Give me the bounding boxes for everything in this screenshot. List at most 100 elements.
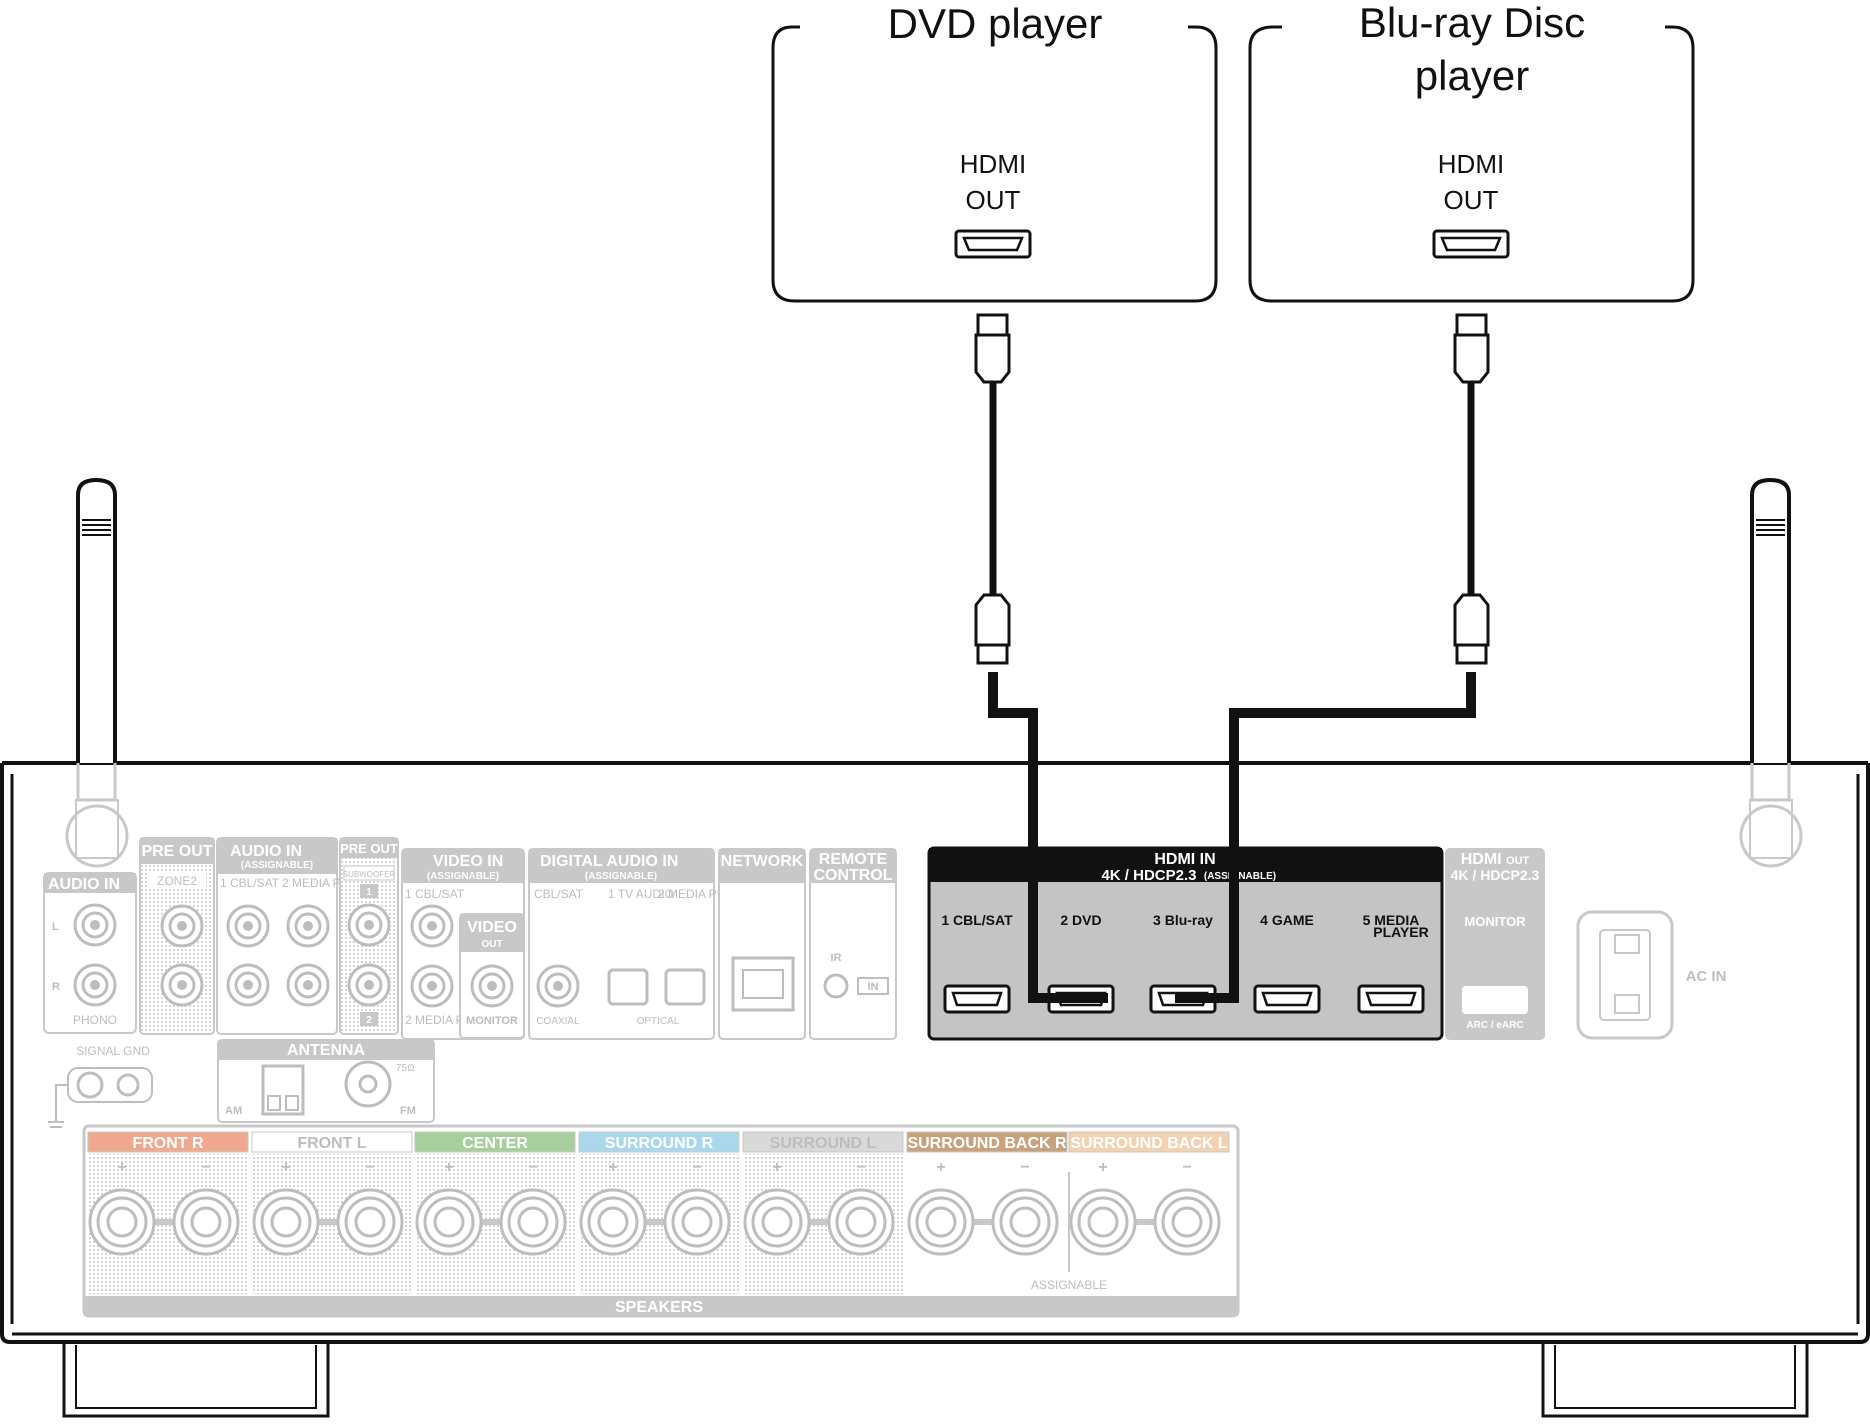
speaker-terminal-plus-2[interactable] — [252, 1188, 320, 1256]
speaker-label-bg-6 — [906, 1131, 1068, 1153]
subwoofer-label: SUBWOOFER — [343, 870, 396, 879]
speaker-terminal-plus-4[interactable] — [579, 1188, 647, 1256]
audio-assign-sub: (ASSIGNABLE) — [241, 860, 313, 871]
speaker-terminal-minus-4[interactable] — [663, 1188, 731, 1256]
speaker-terminal-plus-5[interactable] — [743, 1188, 811, 1256]
video-in-media-jack[interactable] — [410, 964, 454, 1008]
antenna-left — [65, 477, 129, 868]
remote-title-line1: REMOTE — [819, 851, 888, 868]
audio-cbl-r-jack[interactable] — [226, 963, 270, 1007]
sub2-label: 2 — [366, 1015, 372, 1026]
speaker-channel-label-4: SURROUND R — [605, 1135, 714, 1152]
zone2-label: ZONE2 — [157, 874, 197, 888]
am-label: AM — [225, 1105, 242, 1117]
hdmi-out-sub: 4K / HDCP2.3 — [1451, 867, 1540, 883]
speaker-terminal-minus-3[interactable] — [499, 1188, 567, 1256]
bluray-player-title-line2: player — [1415, 52, 1529, 99]
speaker-terminal-plus-7[interactable] — [1069, 1188, 1137, 1256]
hdmi-in-port-5[interactable] — [1357, 984, 1425, 1014]
optical-label: OPTICAL — [637, 1016, 680, 1027]
video-out-section: VIDEO OUT MONITOR — [459, 913, 525, 1039]
ir-label: IR — [831, 952, 842, 964]
digital-audio-c1: CBL/SAT — [534, 887, 584, 901]
speaker-label-bg-4 — [578, 1131, 740, 1153]
digital-audio-badge: IN — [662, 853, 678, 870]
video-in-cbl-jack[interactable] — [410, 904, 454, 948]
bluray-hdmi-out-port[interactable] — [1432, 229, 1510, 259]
speaker-channel-label-6: SURROUND BACK R — [907, 1135, 1067, 1152]
optical-tv-jack[interactable] — [607, 968, 649, 1006]
audio-cbl-l-jack[interactable] — [226, 904, 270, 948]
svg-text:HDMI OUT: HDMI OUT — [1461, 851, 1530, 868]
svg-text:AUDIO IN: AUDIO IN — [230, 843, 302, 860]
speakers-assignable-label: ASSIGNABLE — [1031, 1278, 1107, 1292]
digital-audio-title: DIGITAL AUDIO — [540, 853, 658, 870]
speaker-plus-sign: + — [1098, 1159, 1107, 1176]
zone2-l-jack[interactable] — [160, 904, 204, 948]
hdmi-in-title: HDMI — [1154, 851, 1195, 868]
fm-ohm-label: 75Ω — [396, 1063, 415, 1074]
antenna-terminals-section: ANTENNA AM 75Ω FM — [217, 1039, 435, 1123]
speakers-section: SPEAKERS ASSIGNABLE FRONT R+−FRONT L+−CE… — [82, 1124, 1240, 1318]
bluray-player-device: Blu-ray Disc player HDMI OUT — [1248, 0, 1695, 303]
hdmi-out-monitor-port[interactable] — [1462, 986, 1528, 1014]
phono-r-label: R — [52, 981, 60, 993]
speaker-minus-sign: − — [1020, 1159, 1029, 1176]
video-in-ch1: 1 CBL/SAT — [405, 887, 465, 901]
speaker-plus-sign: + — [117, 1159, 126, 1176]
speaker-terminal-minus-1[interactable] — [172, 1188, 240, 1256]
dvd-player-title: DVD player — [888, 0, 1103, 47]
sub1-jack[interactable] — [347, 903, 391, 947]
hdmi-in-sub: 4K / HDCP2.3 — [1101, 867, 1196, 884]
phono-r-jack[interactable] — [73, 963, 117, 1007]
bluray-out-label: OUT — [1444, 185, 1499, 215]
hdmi-in-section: HDMI IN 4K / HDCP2.3 (ASSIGNABLE) 1 CBL/… — [927, 846, 1444, 1041]
pre-out-sub-title: PRE OUT — [340, 841, 398, 856]
coaxial-jack[interactable] — [536, 964, 580, 1008]
ir-jack[interactable] — [823, 973, 849, 999]
sub2-jack[interactable] — [347, 963, 391, 1007]
hdmi-in-port-1[interactable] — [943, 984, 1011, 1014]
speaker-terminal-minus-2[interactable] — [336, 1188, 404, 1256]
fm-label: FM — [400, 1105, 416, 1117]
optical-media-jack[interactable] — [664, 968, 706, 1006]
antenna-right — [1739, 477, 1803, 868]
zone2-r-jack[interactable] — [160, 963, 204, 1007]
phono-l-jack[interactable] — [73, 903, 117, 947]
video-out-monitor-jack[interactable] — [470, 964, 514, 1008]
speaker-label-bg-1 — [87, 1131, 249, 1153]
hdmi-cable-dvd — [974, 313, 1108, 1003]
hdmi-in-port-label-5-line2: PLAYER — [1373, 924, 1429, 940]
signal-gnd-label: SIGNAL GND — [76, 1044, 150, 1058]
speaker-terminal-minus-6[interactable] — [991, 1188, 1059, 1256]
audio-media-r-jack[interactable] — [286, 963, 330, 1007]
video-in-title: VIDEO — [433, 853, 483, 870]
speaker-terminal-minus-7[interactable] — [1153, 1188, 1221, 1256]
speaker-plus-sign: + — [936, 1159, 945, 1176]
phono-l-label: L — [52, 921, 59, 933]
signal-gnd-terminal[interactable] — [76, 1071, 104, 1099]
network-title: NETWORK — [721, 853, 804, 870]
speaker-channel-label-2: FRONT L — [297, 1135, 367, 1152]
svg-text:AUDIO IN: AUDIO IN — [48, 876, 120, 893]
speaker-terminal-plus-6[interactable] — [907, 1188, 975, 1256]
speaker-label-bg-3 — [414, 1131, 576, 1153]
speaker-terminal-plus-1[interactable] — [88, 1188, 156, 1256]
audio-assign-title: AUDIO — [230, 843, 282, 860]
video-out-monitor-label: MONITOR — [466, 1015, 518, 1027]
speakers-title: SPEAKERS — [615, 1299, 703, 1316]
speaker-plus-sign: + — [608, 1159, 617, 1176]
antenna-title: ANTENNA — [287, 1042, 366, 1059]
signal-gnd-section: SIGNAL GND — [48, 1044, 153, 1128]
dvd-hdmi-out-port[interactable] — [954, 229, 1032, 259]
audio-media-l-jack[interactable] — [286, 904, 330, 948]
digital-audio-c2: 1 TV AUDIO — [608, 887, 674, 901]
pre-out-zone2-title: PRE OUT — [141, 843, 212, 860]
hdmi-in-port-4[interactable] — [1253, 984, 1321, 1014]
audio-in-title: AUDIO — [48, 876, 100, 893]
speaker-plus-sign: + — [281, 1159, 290, 1176]
sub1-label: 1 — [366, 887, 372, 898]
speaker-terminal-plus-3[interactable] — [415, 1188, 483, 1256]
speaker-terminal-minus-5[interactable] — [827, 1188, 895, 1256]
